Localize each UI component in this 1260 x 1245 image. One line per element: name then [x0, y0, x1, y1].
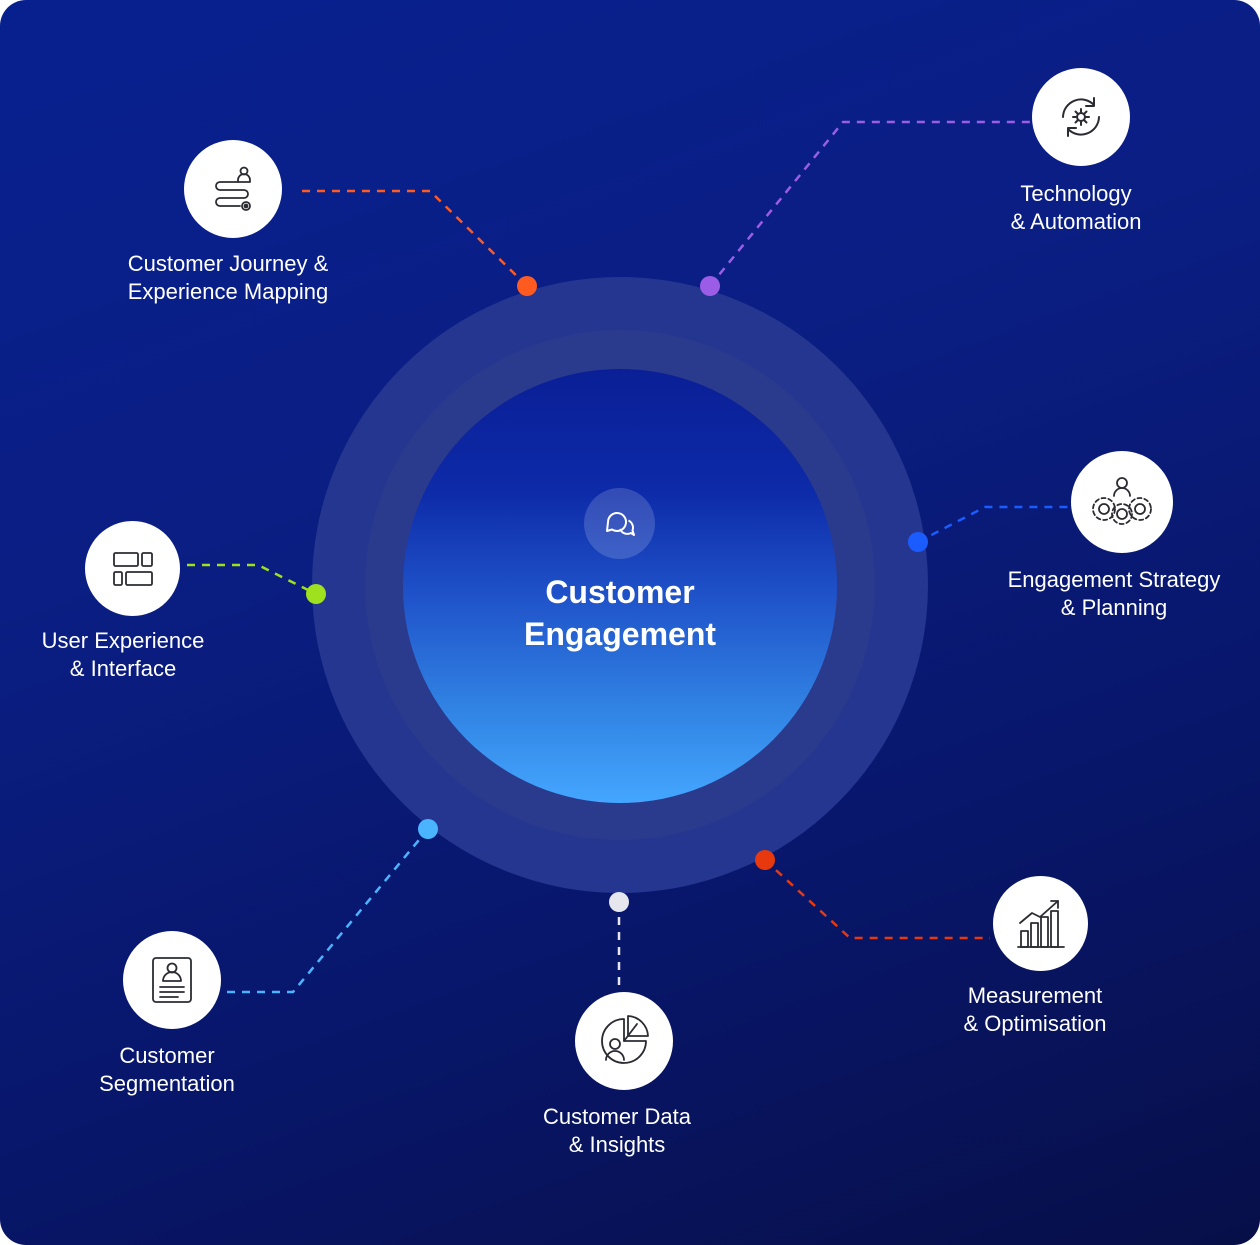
label-data-line1: Customer Data	[543, 1104, 691, 1129]
journey-map-icon	[215, 166, 251, 211]
label-ux-line2: & Interface	[69, 656, 177, 681]
node-journey[interactable]	[184, 140, 282, 238]
label-segmentation-line2: Segmentation	[99, 1071, 235, 1096]
connector-strategy	[917, 505, 1070, 544]
connector-segmentation	[227, 828, 429, 994]
label-ux-line1: User Experience	[41, 628, 205, 653]
growth-chart-icon	[1016, 899, 1065, 948]
dot-strategy	[908, 532, 928, 552]
core-circle	[403, 369, 837, 803]
node-technology[interactable]	[1032, 68, 1130, 166]
label-data: Customer Data & Insights	[517, 1103, 717, 1159]
label-technology-line2: & Automation	[1010, 209, 1142, 234]
node-measurement[interactable]	[993, 876, 1088, 971]
node-segmentation[interactable]	[123, 931, 221, 1029]
connector-technology	[709, 120, 1030, 287]
node-ux[interactable]	[85, 521, 180, 616]
center-title: Customer Engagement	[470, 571, 770, 655]
label-segmentation-line1: Customer	[119, 1043, 215, 1068]
node-strategy[interactable]	[1071, 451, 1173, 553]
dot-measurement	[755, 850, 775, 870]
chat-bubbles-icon	[584, 488, 655, 559]
label-segmentation: Customer Segmentation	[67, 1042, 267, 1098]
node-data[interactable]	[575, 992, 673, 1090]
connector-journey	[302, 189, 528, 287]
label-measurement-line1: Measurement	[967, 983, 1103, 1008]
label-technology: Technology & Automation	[976, 180, 1176, 236]
center-title-line1: Customer	[545, 574, 695, 610]
label-journey-line2: Experience Mapping	[127, 279, 329, 304]
label-technology-line1: Technology	[1020, 181, 1132, 206]
dot-data	[609, 892, 629, 912]
dot-ux	[306, 584, 326, 604]
label-measurement: Measurement & Optimisation	[935, 982, 1135, 1038]
dot-journey	[517, 276, 537, 296]
label-journey: Customer Journey & Experience Mapping	[103, 250, 353, 306]
profile-card-icon	[152, 957, 192, 1003]
label-strategy-line2: & Planning	[1060, 595, 1168, 620]
automation-sync-icon	[1062, 97, 1100, 137]
label-strategy: Engagement Strategy & Planning	[984, 566, 1244, 622]
label-journey-line1: Customer Journey &	[127, 251, 329, 276]
label-measurement-line2: & Optimisation	[963, 1011, 1107, 1036]
label-data-line2: & Insights	[568, 1132, 666, 1157]
label-strategy-line1: Engagement Strategy	[1007, 567, 1221, 592]
center-title-line2: Engagement	[523, 616, 717, 652]
strategy-gears-icon	[1092, 477, 1152, 525]
pie-insights-icon	[601, 1015, 649, 1064]
dot-segmentation	[418, 819, 438, 839]
layout-interface-icon	[112, 551, 153, 586]
label-ux: User Experience & Interface	[23, 627, 223, 683]
dot-technology	[700, 276, 720, 296]
